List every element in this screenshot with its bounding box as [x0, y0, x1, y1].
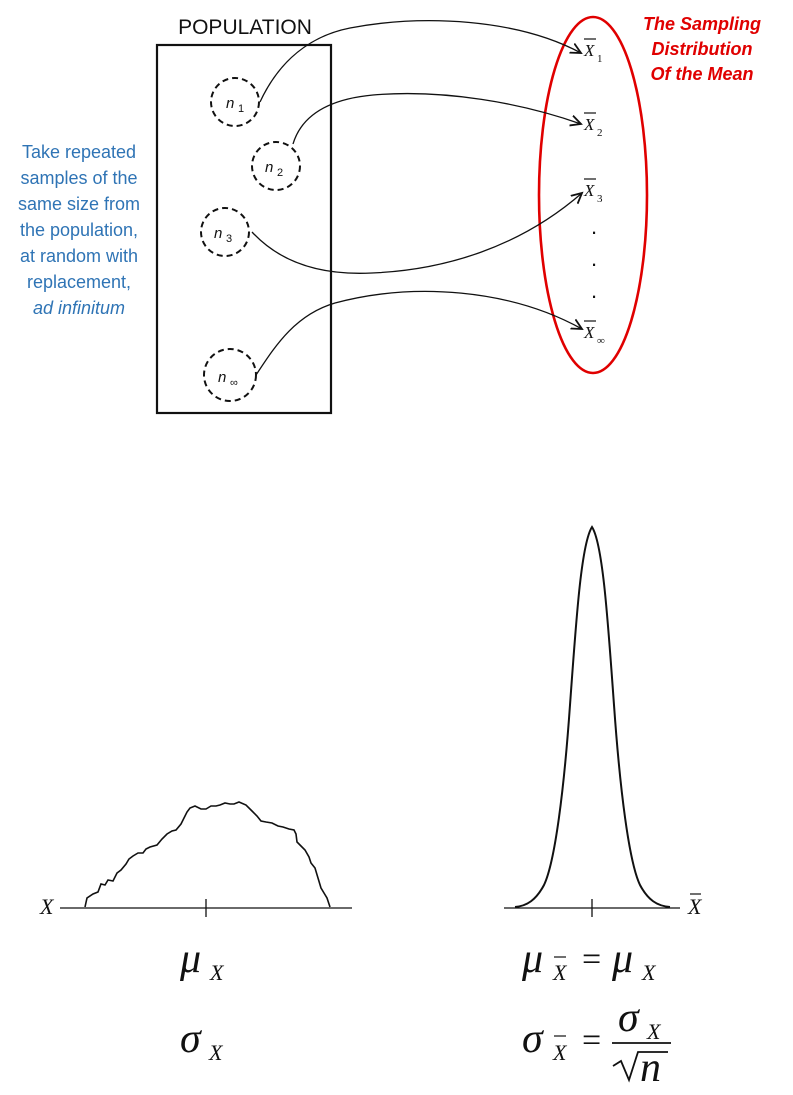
mean-label-2-base: X — [583, 115, 595, 134]
sampling-distribution-title: The Sampling Distribution Of the Mean — [643, 14, 761, 84]
right-mean-rhs-symbol: μ — [611, 936, 633, 982]
mean-label-1-base: X — [583, 41, 595, 60]
sampling-title-line-3: Of the Mean — [650, 64, 753, 84]
sample-circle-3: n 3 — [200, 207, 250, 257]
sample-sub-2: 2 — [277, 167, 283, 179]
mean-label-infinity-base: X — [583, 323, 595, 342]
right-sd-lhs-symbol: σ — [522, 1016, 545, 1062]
ellipsis-dot-1: . — [591, 214, 597, 239]
sampling-axis-label-text: X — [687, 894, 703, 919]
sample-circle-2: n 2 — [251, 141, 301, 191]
arrow-infinity — [255, 290, 582, 376]
instruction-line-1: Take repeated — [22, 142, 136, 162]
arrow-2 — [292, 92, 581, 145]
right-mean-equals: = — [582, 941, 601, 978]
sampling-distribution-oval — [537, 15, 649, 375]
mean-label-1-sub: 1 — [597, 53, 603, 65]
left-sd-symbol: σ — [180, 1016, 203, 1062]
right-sd-numerator-symbol: σ — [618, 995, 641, 1041]
left-mean-symbol: μ — [179, 936, 201, 982]
sampling-title-line-1: The Sampling — [643, 14, 761, 34]
instruction-line-6: replacement, — [27, 272, 131, 292]
right-mean-rhs-subscript: X — [641, 960, 657, 985]
right-sd-lhs-subscript: X — [552, 1040, 568, 1065]
sample-label-1: n — [226, 95, 234, 112]
population-axis-label: X — [39, 894, 55, 919]
sample-circle-infinity: n ∞ — [203, 348, 257, 402]
mean-label-infinity: X ∞ — [583, 320, 605, 347]
arrow-1 — [259, 20, 581, 103]
mean-label-infinity-sub: ∞ — [597, 335, 605, 347]
right-sd-denominator-radicand: n — [640, 1045, 661, 1091]
sampling-axis-label: X — [687, 893, 703, 919]
right-sd-formula: σ X = σ X n — [522, 995, 671, 1091]
sample-sub-infinity: ∞ — [230, 377, 238, 389]
right-sd-equals: = — [582, 1022, 601, 1059]
left-mean-subscript: X — [209, 960, 225, 985]
mean-label-2-sub: 2 — [597, 127, 603, 139]
instruction-line-4: the population, — [20, 220, 138, 240]
square-root-sign — [612, 1051, 668, 1083]
instruction-line-3: same size from — [18, 194, 140, 214]
mean-label-2: X 2 — [583, 112, 603, 139]
mean-label-1: X 1 — [583, 38, 603, 65]
sample-sub-1: 1 — [238, 103, 244, 115]
sample-label-3: n — [214, 225, 222, 242]
ellipsis-dots: . . . — [591, 214, 597, 303]
right-mean-lhs-symbol: μ — [521, 936, 543, 982]
instruction-text: Take repeated samples of the same size f… — [18, 142, 140, 318]
right-sd-numerator-subscript: X — [646, 1019, 662, 1044]
sampling-distribution-curve — [514, 525, 671, 908]
arrow-3 — [251, 193, 582, 274]
sample-label-2: n — [265, 159, 273, 176]
right-mean-formula: μ X = μ X — [521, 936, 657, 985]
left-sd-formula: σ X — [180, 1016, 224, 1065]
population-box — [155, 43, 333, 415]
ellipsis-dot-2: . — [591, 246, 597, 271]
sample-sub-3: 3 — [226, 233, 232, 245]
instruction-line-2: samples of the — [20, 168, 137, 188]
sampling-title-line-2: Distribution — [652, 39, 753, 59]
mean-label-3-sub: 3 — [597, 193, 603, 205]
sample-label-infinity: n — [218, 369, 226, 386]
ellipsis-dot-3: . — [591, 278, 597, 303]
left-mean-formula: μ X — [179, 936, 225, 985]
population-title: POPULATION — [178, 16, 312, 39]
mean-label-3-base: X — [583, 181, 595, 200]
left-sd-subscript: X — [208, 1040, 224, 1065]
mean-label-3: X 3 — [583, 178, 603, 205]
instruction-line-5: at random with — [20, 246, 138, 266]
population-distribution-curve — [84, 801, 331, 908]
sample-circle-1: n 1 — [210, 77, 260, 127]
instruction-line-7: ad infinitum — [33, 298, 125, 318]
right-mean-lhs-subscript: X — [552, 960, 568, 985]
